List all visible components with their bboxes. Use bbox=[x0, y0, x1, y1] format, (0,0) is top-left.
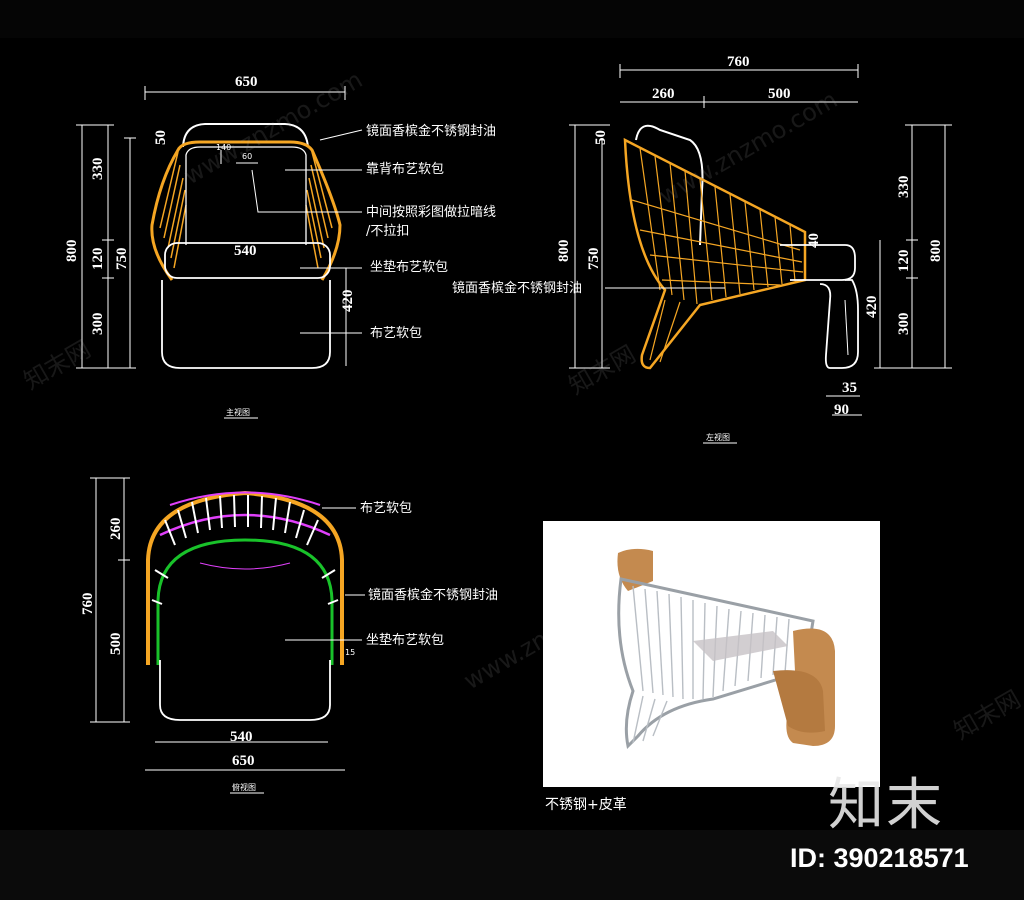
brand-logo: 知末 bbox=[828, 773, 944, 838]
top-dim-540: 540 bbox=[230, 729, 253, 745]
side-dim-420: 420 bbox=[864, 296, 880, 319]
top-note-3: 坐垫布艺软包 bbox=[366, 632, 444, 648]
front-dim-540: 540 bbox=[234, 243, 257, 259]
side-dim-90: 90 bbox=[834, 402, 849, 418]
watermark-cn-1: 知末网 bbox=[19, 335, 95, 395]
front-note-4: /不拉扣 bbox=[366, 224, 409, 239]
top-dim-15: 15 bbox=[345, 648, 355, 657]
top-dim-760: 760 bbox=[80, 593, 96, 616]
side-note: 镜面香槟金不锈钢封油 bbox=[452, 280, 582, 296]
side-dim-500: 500 bbox=[768, 86, 791, 102]
bottom-strip bbox=[0, 830, 1024, 900]
watermark-site-2: www.znzmo.com bbox=[654, 85, 842, 210]
front-dim-650: 650 bbox=[235, 74, 258, 90]
side-dim-330: 330 bbox=[896, 176, 912, 199]
front-dim-750: 750 bbox=[114, 248, 130, 271]
front-dim-420: 420 bbox=[340, 290, 356, 313]
top-dim-650: 650 bbox=[232, 753, 255, 769]
front-dim-140: 140 bbox=[216, 143, 231, 152]
top-note-1: 布艺软包 bbox=[360, 501, 412, 516]
front-caption: 主视图 bbox=[226, 407, 250, 417]
front-note-3: 中间按照彩图做拉暗线 bbox=[366, 205, 496, 220]
side-dim-800-right: 800 bbox=[928, 240, 944, 263]
top-dim-260: 260 bbox=[108, 518, 124, 541]
side-dim-35: 35 bbox=[842, 380, 857, 396]
top-strip bbox=[0, 0, 1024, 38]
image-id-label: ID: 390218571 bbox=[790, 843, 969, 873]
front-note-6: 布艺软包 bbox=[370, 326, 422, 341]
top-note-2: 镜面香槟金不锈钢封油 bbox=[368, 587, 498, 603]
front-dim-50: 50 bbox=[153, 130, 169, 145]
side-dim-760: 760 bbox=[727, 54, 750, 70]
side-view: 760 260 500 800 750 50 40 bbox=[452, 54, 952, 444]
side-dim-260: 260 bbox=[652, 86, 675, 102]
chair-render-image bbox=[617, 548, 835, 750]
side-dim-750: 750 bbox=[586, 248, 602, 271]
side-dim-300: 300 bbox=[896, 313, 912, 336]
photo-caption: 不锈钢+皮革 bbox=[545, 797, 627, 813]
top-caption: 俯视图 bbox=[232, 782, 256, 792]
front-view: 650 800 330 120 300 750 50 bbox=[64, 74, 496, 419]
side-dim-120: 120 bbox=[896, 250, 912, 273]
product-photo bbox=[543, 521, 880, 787]
side-dim-50: 50 bbox=[593, 130, 609, 145]
side-dim-800-left: 800 bbox=[556, 240, 572, 263]
front-dim-120: 120 bbox=[90, 248, 106, 271]
watermark-cn-3: 知末网 bbox=[949, 685, 1024, 745]
side-caption: 左视图 bbox=[706, 432, 730, 442]
front-note-2: 靠背布艺软包 bbox=[366, 162, 444, 177]
side-dim-40: 40 bbox=[806, 233, 822, 248]
watermark-site-1: www.znzmo.com bbox=[179, 65, 367, 190]
front-dim-330: 330 bbox=[90, 158, 106, 181]
top-dim-500: 500 bbox=[108, 633, 124, 656]
top-view: 260 760 500 540 650 15 布艺软包 镜面 bbox=[80, 477, 498, 794]
front-dim-800: 800 bbox=[64, 240, 80, 263]
front-note-1: 镜面香槟金不锈钢封油 bbox=[366, 123, 496, 139]
front-dim-300: 300 bbox=[90, 313, 106, 336]
front-note-5: 坐垫布艺软包 bbox=[370, 259, 448, 275]
front-dim-60: 60 bbox=[242, 152, 252, 161]
